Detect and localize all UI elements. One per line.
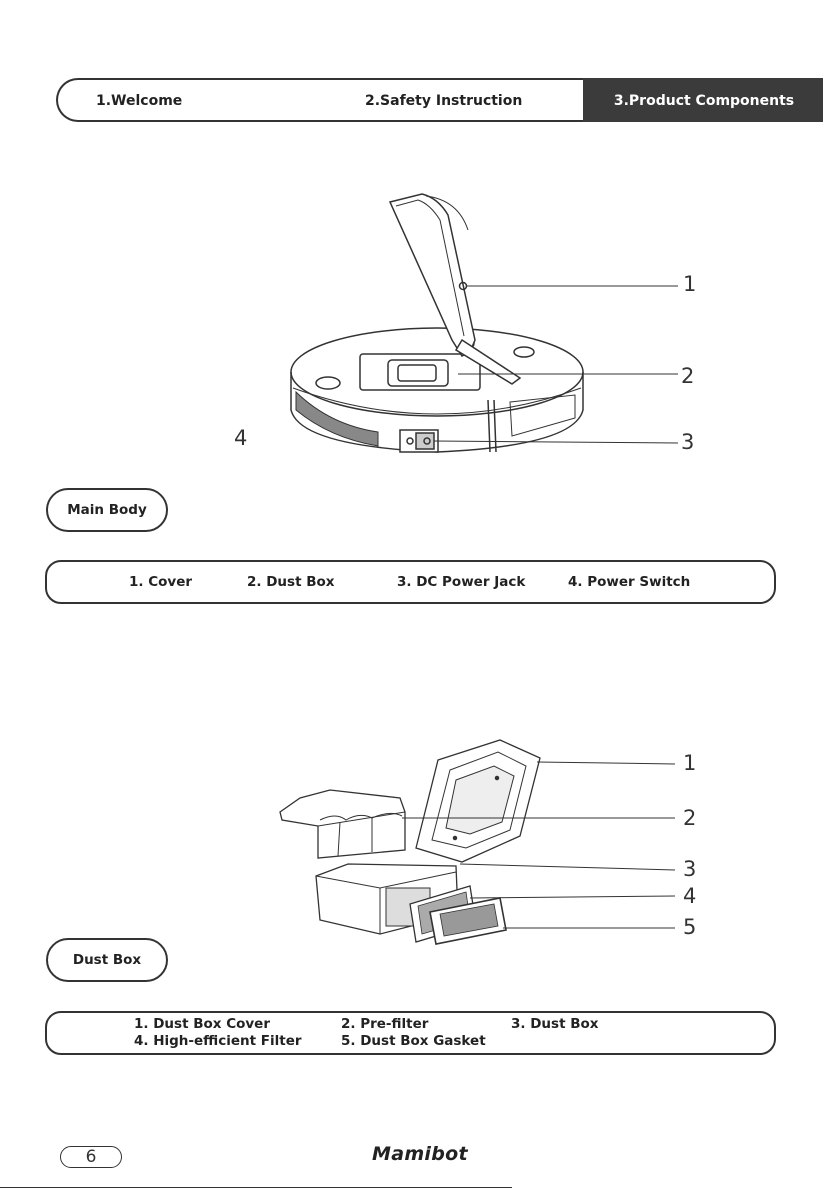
dust-callout-1: 1 [683,751,696,775]
page-number: 6 [60,1146,122,1168]
legend-item-dust-box: 2. Dust Box [247,574,335,590]
section-nav-bar: 1.Welcome 2.Safety Instruction 3.Product… [56,78,823,122]
callout-1: 1 [683,272,696,296]
main-body-section-label: Main Body [46,488,168,532]
tab-product-components[interactable]: 3.Product Components [583,78,823,122]
legend-item-dc-power-jack: 3. DC Power Jack [397,574,525,590]
dust-box-illustration [0,728,823,958]
dust-callout-4: 4 [683,884,696,908]
callout-2: 2 [681,364,694,388]
legend-item-dust-box-cover: 1. Dust Box Cover [134,1016,270,1032]
bottom-divider [0,1187,512,1188]
legend-item-power-switch: 4. Power Switch [568,574,690,590]
callout-4: 4 [234,426,247,450]
main-body-legend: 1. Cover 2. Dust Box 3. DC Power Jack 4.… [45,560,776,604]
dust-callout-5: 5 [683,915,696,939]
legend-item-cover: 1. Cover [129,574,192,590]
dust-callout-3: 3 [683,857,696,881]
brand-logo: Mamibot [372,1143,468,1165]
tab-safety-instruction[interactable]: 2.Safety Instruction [365,80,522,120]
legend-item-dust-box-gasket: 5. Dust Box Gasket [341,1033,486,1049]
dust-box-legend: 1. Dust Box Cover 2. Pre-filter 3. Dust … [45,1011,776,1055]
legend-item-high-efficient-filter: 4. High-efficient Filter [134,1033,302,1049]
callout-3: 3 [681,430,694,454]
legend-item-pre-filter: 2. Pre-filter [341,1016,428,1032]
dust-callout-2: 2 [683,806,696,830]
tab-welcome[interactable]: 1.Welcome [96,80,182,120]
legend-item-dust-box: 3. Dust Box [511,1016,599,1032]
dust-box-section-label: Dust Box [46,938,168,982]
